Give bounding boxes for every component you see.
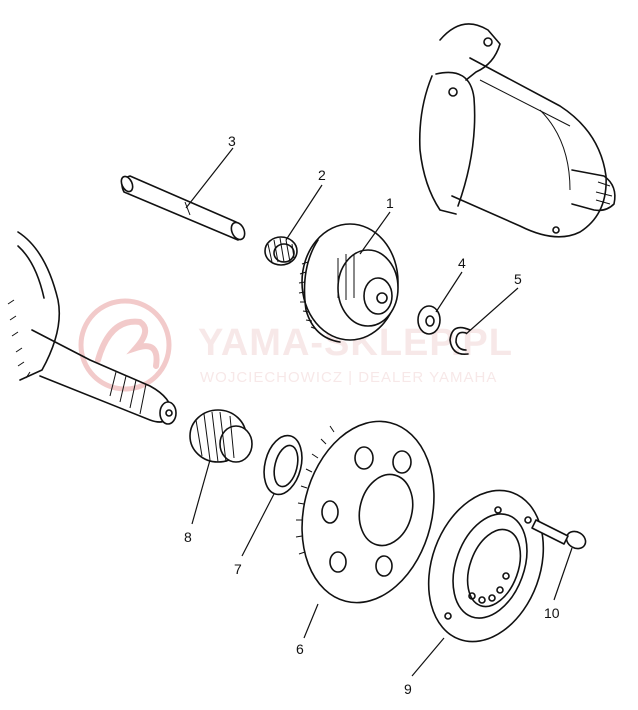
callout-6: 6 <box>296 641 304 657</box>
leader-line-1 <box>359 211 391 255</box>
callout-7: 7 <box>234 561 242 577</box>
callout-10: 10 <box>544 605 560 621</box>
callout-1: 1 <box>386 195 394 211</box>
callouts: 3 2 1 4 5 8 7 6 9 10 <box>184 133 560 697</box>
callout-3: 3 <box>228 133 236 149</box>
watermark: YAMA-SKLEP.PL WOJCIECHOWICZ | DEALER YAM… <box>78 298 512 392</box>
leader-line-3 <box>185 147 234 209</box>
callout-4: 4 <box>458 255 466 271</box>
leader-line-2 <box>285 184 323 241</box>
leader-line-4 <box>435 271 463 313</box>
leader-line-7 <box>241 493 275 557</box>
needle-bearing-part-8 <box>189 409 253 463</box>
watermark-sub-text: WOJCIECHOWICZ | DEALER YAMAHA <box>200 369 497 386</box>
callout-8: 8 <box>184 529 192 545</box>
circlip-part-5 <box>449 326 471 356</box>
callout-5: 5 <box>514 271 522 287</box>
shaft-part-3 <box>120 175 246 241</box>
bolt-part-10 <box>531 519 587 550</box>
washer-part-7 <box>263 434 303 496</box>
leader-lines <box>185 147 573 677</box>
starter-motor <box>418 23 616 238</box>
one-way-clutch-part-9 <box>427 489 545 643</box>
callout-2: 2 <box>318 167 326 183</box>
callout-9: 9 <box>404 681 412 697</box>
leader-line-8 <box>191 459 211 525</box>
idler-gear-part-1 <box>298 223 399 343</box>
leader-line-6 <box>303 603 319 639</box>
starter-wheel-gear-part-6 <box>295 420 435 604</box>
crankshaft <box>7 231 177 425</box>
leader-line-5 <box>465 287 519 335</box>
watermark-logo-icon <box>78 298 172 392</box>
needle-bearing-part-2 <box>264 236 298 266</box>
leader-line-10 <box>553 547 573 601</box>
leader-line-9 <box>411 637 445 677</box>
washer-part-4 <box>417 305 441 335</box>
